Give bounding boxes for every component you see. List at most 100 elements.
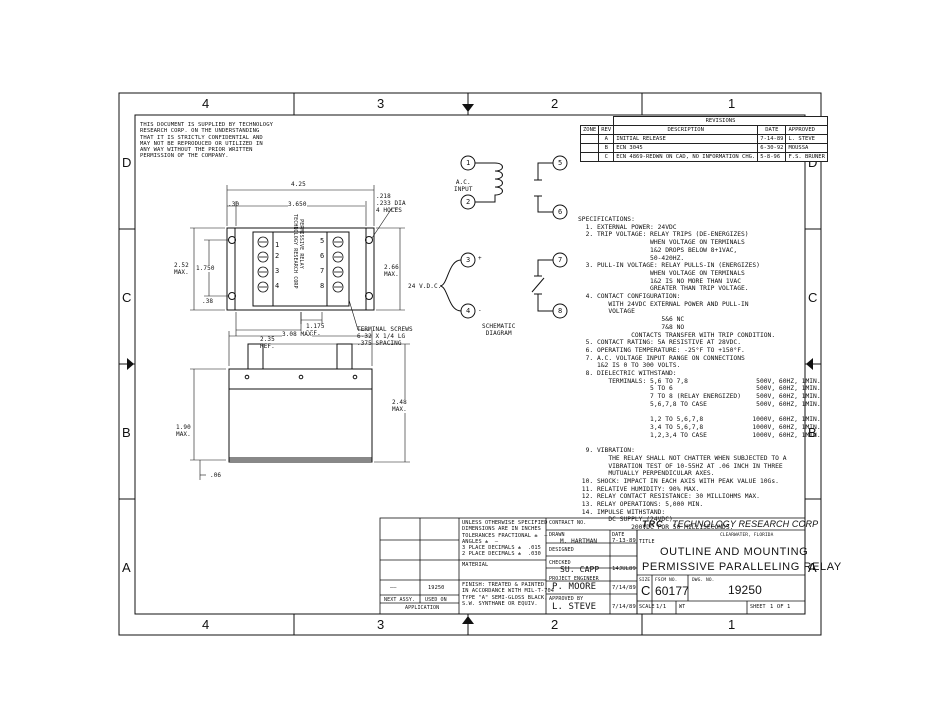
approved-by-label: APPROVED BY: [549, 596, 584, 602]
center-arrow-bottom: [462, 616, 474, 624]
ac-input-label: A.C. INPUT: [454, 179, 473, 193]
project-engineer-name: P. MOORE: [552, 582, 597, 592]
plus-label: +: [478, 255, 482, 262]
zone-bottom-4: 4: [202, 617, 210, 632]
center-arrow-left: [127, 358, 134, 370]
rev-cell: ECN 3045: [613, 143, 759, 153]
dim-center-ref: 2.35 REF.: [260, 336, 275, 350]
dim-side-height-max: 2.48 MAX.: [392, 399, 407, 413]
tolerances-note: UNLESS OTHERWISE SPECIFIED DIMENSIONS AR…: [462, 520, 548, 558]
next-assy-label: NEXT ASSY.: [384, 597, 416, 603]
dim-hole-offset: .30: [228, 201, 240, 208]
rev-header: APPROVED: [785, 125, 828, 135]
drawn-date: 7-13-89: [612, 538, 636, 544]
scale-label: SCALE: [639, 604, 655, 610]
rev-cell: [579, 152, 600, 162]
dim-overall-width: 4.25: [291, 181, 306, 188]
zone-right-D: D: [808, 155, 818, 170]
zone-top-1: 1: [728, 96, 736, 111]
schematic-node-2: 2: [466, 198, 471, 206]
title-block-lines: [379, 517, 806, 615]
terminal-number: 6: [320, 252, 325, 260]
zone-right-B: B: [808, 425, 817, 440]
sheet-value: 1 OF 1: [770, 604, 791, 610]
minus-label: -: [478, 307, 482, 314]
dim-hole-callout: .218 .233 DIA 4 HOLES: [376, 193, 406, 214]
terminal-numbers-left: 1: [275, 241, 280, 249]
terminal-number: 3: [275, 267, 280, 275]
revisions-header-row: ZONE REV DESCRIPTION DATE APPROVED: [579, 125, 828, 135]
checked-date: 14JUL89: [612, 566, 636, 572]
side-view-relay: [190, 331, 410, 480]
title-label: TITLE: [639, 539, 655, 545]
drawing-title-line-1: OUTLINE AND MOUNTING: [660, 546, 809, 558]
contract-no-label: CONTRACT NO.: [549, 520, 587, 526]
rev-cell: L. STEVE: [785, 134, 828, 144]
zone-right-C: C: [808, 290, 818, 305]
drawing-title-line-2: PERMISSIVE PARALLELING RELAY: [642, 561, 842, 573]
next-assy-dash: ——: [390, 585, 397, 591]
approved-by-date: 7/14/89: [612, 604, 636, 610]
rev-cell: 5-8-96: [757, 152, 787, 162]
zone-left-D: D: [122, 155, 132, 170]
dim-hole-vertical: 1.750: [196, 265, 215, 272]
checked-name: SU. CAPP: [560, 565, 600, 574]
company-logo: TRC: [642, 519, 664, 529]
terminal-number: 4: [275, 282, 280, 290]
dim-base-thickness: .06: [210, 472, 222, 479]
dim-side-height: 1.90 MAX.: [176, 424, 191, 438]
rev-cell: INITIAL RELEASE: [613, 134, 759, 144]
dim-terminal-ref: 1.175 REF.: [306, 323, 325, 337]
rev-cell: 6-30-92: [757, 143, 787, 153]
terminal-screw-note: TERMINAL SCREWS 6-32 X 1/4 LG .375 SPACI…: [357, 326, 413, 347]
zone-bottom-1: 1: [728, 617, 736, 632]
zone-right-A: A: [808, 560, 817, 575]
schematic-node-5: 5: [558, 159, 563, 167]
finish-note: FINISH: TREATED & PAINTED IN ACCORDANCE …: [462, 582, 555, 607]
zone-left-B: B: [122, 425, 131, 440]
dim-max-height: 2.66 MAX.: [384, 264, 399, 278]
center-arrow-top: [462, 104, 474, 112]
rev-cell: [579, 134, 600, 144]
zone-bottom-3: 3: [377, 617, 385, 632]
weight-label: WT: [679, 604, 686, 610]
schematic-node-1: 1: [466, 159, 471, 167]
scale-value: 1/1: [656, 604, 667, 610]
rev-cell: A: [598, 134, 615, 144]
dim-side-width: 3.08 MAX: [282, 331, 312, 338]
terminal-number: 7: [320, 267, 325, 275]
company-name: TECHNOLOGY RESEARCH CORP: [672, 519, 819, 529]
revisions-title: REVISIONS: [613, 116, 828, 126]
company-location: CLEARWATER, FLORIDA: [720, 533, 774, 538]
fscm-label: FSCM NO.: [655, 578, 678, 583]
drawn-label: DRAWN: [549, 532, 565, 538]
used-on-label: USED ON: [425, 597, 447, 603]
schematic-node-7: 7: [558, 256, 563, 264]
drawn-name: M. HARTMAN: [560, 538, 598, 545]
approved-by-name: L. STEVE: [552, 602, 597, 612]
terminal-number: 5: [320, 237, 325, 245]
rev-header: DESCRIPTION: [613, 125, 759, 135]
schematic-node-6: 6: [558, 208, 563, 216]
rev-cell: 7-14-89: [757, 134, 787, 144]
rev-cell: ECN 4869-REDWN ON CAD, NO INFORMATION CH…: [613, 152, 759, 162]
rev-header: REV: [598, 125, 615, 135]
used-on-number: 19250: [428, 585, 445, 591]
zone-top-3: 3: [377, 96, 385, 111]
specifications-notes: SPECIFICATIONS: 1. EXTERNAL POWER: 24VDC…: [578, 216, 821, 532]
rev-cell: C: [598, 152, 615, 162]
fscm-number: 60177: [655, 584, 689, 598]
rev-cell: [579, 143, 600, 153]
schematic-node-8: 8: [558, 307, 563, 315]
drawing-size: C: [641, 583, 651, 598]
schematic-node-3: 3: [466, 256, 471, 264]
rev-cell: MOUSSA: [785, 143, 828, 153]
rev-header: ZONE: [579, 125, 600, 135]
designed-label: DESIGNED: [549, 547, 574, 553]
schematic-diagram: [439, 155, 568, 319]
schematic-caption: SCHEMATIC DIAGRAM: [482, 323, 516, 337]
project-engineer-label: PROJECT ENGINEER: [549, 576, 599, 582]
